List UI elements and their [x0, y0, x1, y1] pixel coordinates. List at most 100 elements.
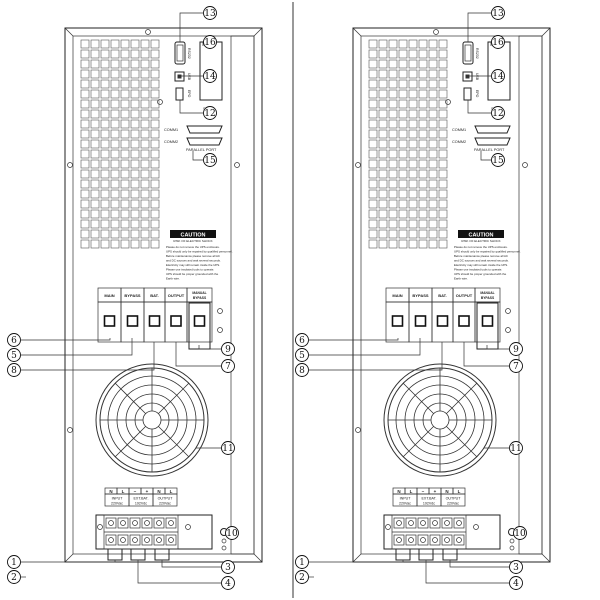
- terminal-cell: [453, 517, 465, 529]
- battery-cable-exit: [130, 549, 146, 561]
- vent-slot: [110, 89, 120, 99]
- epo-port: [463, 87, 472, 101]
- vent-slot: [80, 209, 90, 219]
- vent-slot: [100, 149, 110, 159]
- terminal-cell: [153, 534, 165, 546]
- terminal-screw: [420, 537, 426, 543]
- callout-circle: [203, 35, 217, 49]
- vent-slot: [80, 39, 90, 49]
- vent-slot: [418, 219, 428, 229]
- vent-slot: [130, 59, 140, 69]
- vent-slot: [428, 139, 438, 149]
- vent-slot: [120, 99, 130, 109]
- screw-icon: [433, 29, 439, 35]
- vent-slot: [110, 129, 120, 139]
- caution-text: UPS should be proper grounded with the: [166, 272, 219, 276]
- vent-slot: [100, 199, 110, 209]
- vent-slot: [80, 189, 90, 199]
- callout-leader-line: [486, 345, 509, 350]
- callout-number-7: 7: [513, 362, 519, 372]
- fan-spoke: [114, 426, 146, 458]
- callout-number-4: 4: [513, 579, 519, 589]
- callout-circle: [295, 333, 309, 347]
- callout-number-13: 13: [492, 9, 504, 19]
- vent-slot: [408, 79, 418, 89]
- ventilation-grid: [368, 39, 448, 249]
- screw-icon: [97, 524, 103, 530]
- screw-icon: [473, 524, 479, 530]
- vent-slot: [150, 219, 160, 229]
- vent-slot: [368, 209, 378, 219]
- vent-slot: [100, 79, 110, 89]
- vent-slot: [388, 219, 398, 229]
- vent-slot: [418, 109, 428, 119]
- vent-slot: [100, 179, 110, 189]
- callout-leader-line: [425, 560, 509, 584]
- breaker-switch: [103, 315, 116, 327]
- vent-slot: [80, 169, 90, 179]
- callout-leader-line: [309, 560, 404, 563]
- vent-slot: [150, 159, 160, 169]
- side-rail: [230, 35, 255, 555]
- callout-circle: [509, 441, 523, 455]
- vent-slot: [120, 239, 130, 249]
- vent-slot: [378, 149, 388, 159]
- vent-slot: [100, 219, 110, 229]
- callout-number-3: 3: [513, 563, 519, 573]
- callout-leader-line: [21, 338, 111, 341]
- screw-icon: [221, 538, 227, 544]
- vent-slot: [438, 159, 448, 169]
- callout-leader-line: [179, 100, 203, 114]
- vent-slot: [438, 229, 448, 239]
- screw-icon: [355, 427, 361, 433]
- vent-slot: [378, 49, 388, 59]
- screw-icon: [445, 99, 451, 105]
- vent-slot: [418, 69, 428, 79]
- screw-icon: [67, 162, 73, 168]
- screw-icon: [217, 308, 223, 314]
- breaker-switch: [458, 315, 470, 327]
- callout-circle: [295, 348, 309, 362]
- vent-slot: [110, 159, 120, 169]
- vent-slot: [368, 189, 378, 199]
- vent-slot: [140, 59, 150, 69]
- vent-slot: [428, 39, 438, 49]
- caution-text: and DC sources and wait several seconds.: [454, 259, 509, 263]
- parallel-port-label: PARALLEL PORT: [474, 148, 505, 152]
- terminal-screw: [120, 537, 126, 543]
- vent-slot: [368, 49, 378, 59]
- vent-slot: [80, 69, 90, 79]
- fan-guard: [383, 363, 497, 477]
- input-cable-exit: [107, 549, 123, 561]
- vent-slot: [368, 239, 378, 249]
- vent-slot: [438, 39, 448, 49]
- vent-slot: [90, 129, 100, 139]
- comm1-label: COMM1: [164, 128, 178, 132]
- vent-slot: [388, 179, 398, 189]
- breaker-label: MAIN: [392, 293, 402, 298]
- callout-number-15: 15: [204, 156, 216, 166]
- terminal-cell: [165, 534, 177, 546]
- breaker-switch: [414, 315, 427, 327]
- vent-slot: [110, 109, 120, 119]
- vent-slot: [428, 159, 438, 169]
- vent-slot: [150, 79, 160, 89]
- vent-slot: [140, 219, 150, 229]
- callout-leader-line: [161, 560, 221, 568]
- vent-slot: [438, 119, 448, 129]
- callout-number-11: 11: [222, 444, 233, 454]
- screw-icon: [234, 162, 240, 168]
- vent-slot: [80, 239, 90, 249]
- vent-slot: [100, 189, 110, 199]
- breaker-switch: [148, 315, 161, 327]
- vent-slot: [100, 89, 110, 99]
- vent-slot: [428, 109, 438, 119]
- callout-circle: [509, 359, 523, 373]
- vent-slot: [80, 149, 90, 159]
- vent-slot: [428, 239, 438, 249]
- vent-slot: [408, 89, 418, 99]
- vent-slot: [388, 229, 398, 239]
- terminal-screw: [396, 537, 402, 543]
- vent-slot: [378, 179, 388, 189]
